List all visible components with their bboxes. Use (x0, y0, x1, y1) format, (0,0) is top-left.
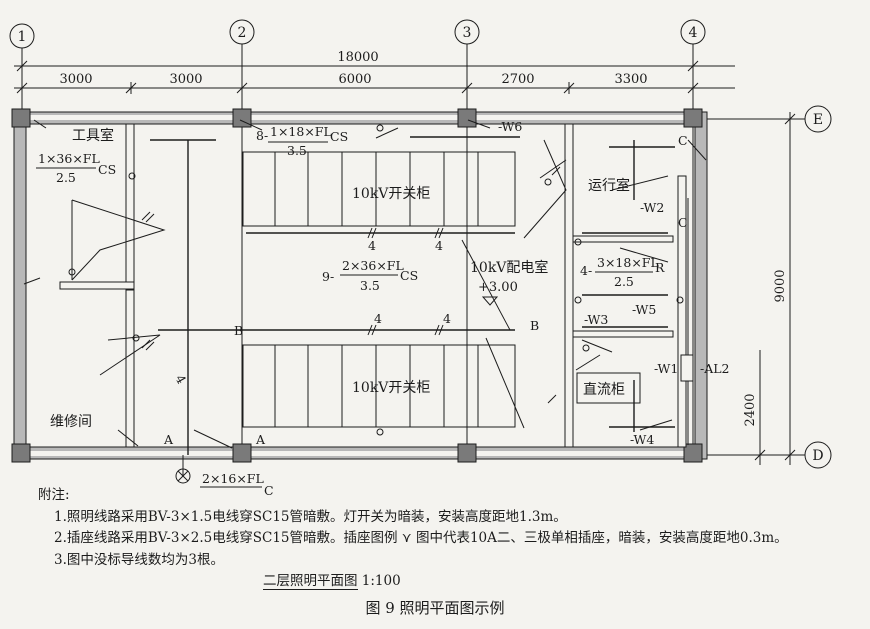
floor-plan: 1 2 3 4 E D 18000 3000 3000 6000 2700 33… (9, 19, 832, 498)
axis-label-E: E (813, 112, 823, 128)
switchgear-label-top: 10kV开关柜 (352, 186, 430, 202)
room-tool-room: 工具室 (72, 127, 114, 144)
fixture-count-top: 8- (256, 128, 268, 143)
wire-count: 4 (443, 311, 451, 326)
fixture-mount-outdoor: C (264, 483, 274, 498)
room-control: 运行室 (588, 177, 630, 194)
fixture-height-tool-room: 2.5 (56, 170, 76, 185)
column (11, 108, 31, 128)
column (683, 108, 703, 128)
partition-wall (677, 175, 687, 448)
dimension-partial: 2400 (743, 393, 758, 426)
fixture-mount-control: R (655, 260, 665, 275)
switchgear-label-bottom: 10kV开关柜 (352, 380, 430, 396)
circuit-label-w6: -W6 (498, 119, 522, 134)
dimension-span: 2700 (501, 72, 534, 87)
junction-label-a: A (163, 432, 174, 447)
wire-count: 4 (172, 372, 189, 386)
fixture-spec-control: 3×18×FL (597, 255, 659, 270)
column (683, 443, 703, 463)
fixture-count-control: 4- (580, 263, 592, 278)
partition-wall (564, 123, 574, 448)
circuit-label-w2: -W2 (640, 200, 664, 215)
lighting-panel-al2 (680, 354, 694, 382)
wire-count: 4 (368, 238, 376, 253)
wire-count: 4 (435, 238, 443, 253)
dimension-height: 9000 (773, 269, 788, 302)
axis-label-D: D (812, 448, 823, 464)
fixture-height-main: 3.5 (360, 278, 380, 293)
fixture-spec-top: 1×18×FL (270, 124, 332, 139)
junction-label-b: B (234, 323, 243, 338)
wire-count: 4 (374, 311, 382, 326)
fixture-spec-main: 2×36×FL (342, 258, 404, 273)
dimension-span: 6000 (338, 72, 371, 87)
dimension-total: 18000 (337, 50, 378, 65)
drawing-title-text: 二层照明平面图 (263, 573, 358, 590)
switchgear-cabinet-bottom (242, 344, 516, 428)
partition-wall (125, 289, 135, 448)
drawing-title: 二层照明平面图 1:100 (38, 571, 788, 593)
figure-caption: 图 9 照明平面图示例 (365, 599, 505, 617)
column (457, 443, 477, 463)
fixture-height-top: 3.5 (287, 143, 307, 158)
wall-west (13, 111, 27, 460)
junction-label-a: A (255, 432, 266, 447)
column (232, 443, 252, 463)
circuit-label-w3: -W3 (584, 312, 608, 327)
fixture-mount-main: CS (400, 268, 418, 283)
notes-heading: 附注: (38, 487, 70, 503)
fixture-height-control: 2.5 (614, 274, 634, 289)
dc-cabinet-label: 直流柜 (583, 381, 625, 398)
circuit-label-w4: -W4 (630, 432, 654, 447)
column (457, 108, 477, 128)
notes-block: 附注: 1.照明线路采用BV-3×1.5电线穿SC15管暗敷。灯开关为暗装，安装… (38, 485, 788, 593)
note-item: 3.图中没标导线数均为3根。 (54, 551, 224, 568)
room-distribution: 10kV配电室 (470, 259, 548, 276)
axis-label-3: 3 (463, 25, 472, 41)
partition-wall (125, 123, 135, 285)
junction-label-c: C (678, 133, 688, 148)
axis-label-2: 2 (238, 25, 247, 41)
dc-cabinet-box (576, 372, 641, 404)
wall-east (694, 111, 708, 460)
axis-label-4: 4 (689, 25, 698, 41)
note-item: 1.照明线路采用BV-3×1.5电线穿SC15管暗敷。灯开关为暗装，安装高度距地… (54, 508, 567, 525)
fixture-mount-top: CS (330, 129, 348, 144)
axis-label-1: 1 (18, 29, 27, 45)
fixture-count-main: 9- (322, 269, 334, 284)
partition-wall (59, 281, 135, 290)
elevation-mark: +3.00 (478, 280, 518, 295)
fixture-mount-tool-room: CS (98, 162, 116, 177)
junction-label-b: B (530, 318, 539, 333)
dimension-span: 3000 (59, 72, 92, 87)
junction-label-c: C (678, 215, 688, 230)
fixture-spec-outdoor: 2×16×FL (202, 471, 264, 486)
partition-wall (572, 235, 674, 243)
fixture-spec-tool-room: 1×36×FL (38, 151, 100, 166)
dimension-span: 3000 (169, 72, 202, 87)
room-repair: 维修间 (50, 414, 92, 430)
panel-label-al2: -AL2 (700, 361, 730, 376)
partition-wall (572, 330, 674, 338)
switchgear-cabinet-top (242, 151, 516, 227)
circuit-label-w5: -W5 (632, 302, 656, 317)
circuit-label-w1: -W1 (654, 361, 678, 376)
column (11, 443, 31, 463)
note-item: 2.插座线路采用BV-3×2.5电线穿SC15管暗敷。插座图例 ⋎ 图中代表10… (54, 530, 788, 546)
drawing-scale: 1:100 (361, 573, 401, 589)
dimension-span: 3300 (614, 72, 647, 87)
